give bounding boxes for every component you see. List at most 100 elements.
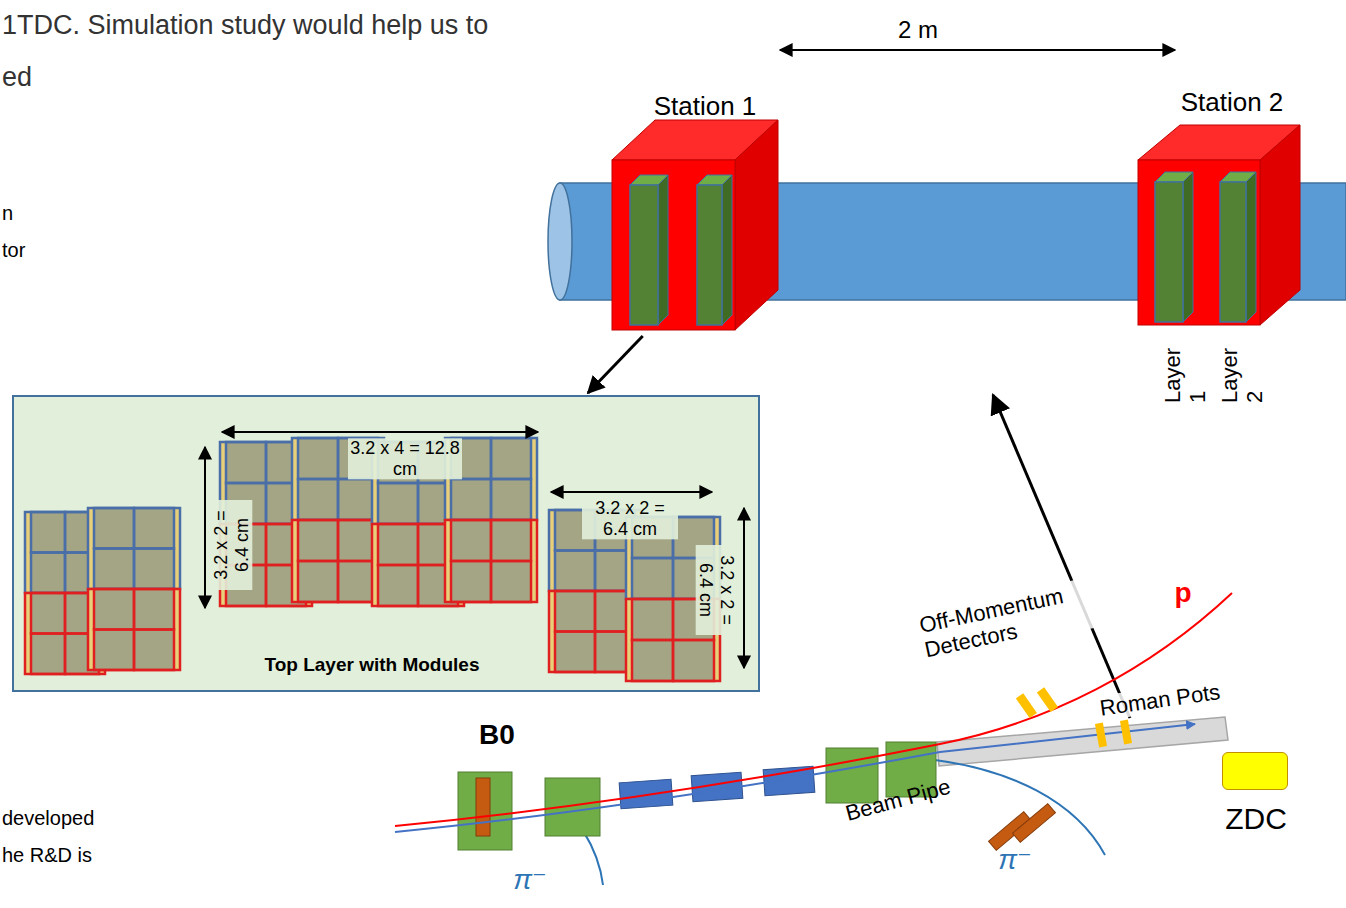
drawing-part [134,549,174,590]
b0-tracker [476,778,490,836]
drawing-part [612,160,735,330]
drawing-part [1183,172,1193,322]
dimension-arrow [743,508,745,668]
drawing-part [555,591,595,632]
drawing-part [31,593,65,634]
drawing-part [31,512,65,553]
drawing-part [298,479,338,520]
drawing-part [630,185,658,325]
slide-text: n [2,202,13,225]
drawing-part [378,483,418,524]
dimension-label: 3.2 x 4 = 12.8 cm [348,438,462,479]
drawing-part [555,632,595,673]
detector-label: Off-Momentum Detectors [915,577,1101,664]
dimension-arrow [780,49,1175,51]
part-label: Beam Pipe [843,774,954,826]
dimension-label: 3.2 x 2 = 6.4 cm [211,500,252,590]
beam-track [395,724,1195,832]
drawing-part [632,640,673,681]
drawing-part [491,479,531,520]
dimension-label: 3.2 x 2 = 6.4 cm [695,545,736,635]
dimension-arrow [222,431,538,433]
drawing-part [88,589,180,670]
drawing-part [451,479,491,520]
drawing-part [1260,125,1300,325]
drawing-part [445,520,537,602]
node-label: Station 2 [1181,88,1284,118]
drawing-part [31,553,65,594]
connector-arrow [588,336,643,393]
drawing-part [88,508,180,589]
magnet-label: B0 [479,719,515,751]
dimension-arrow [204,447,206,608]
panel-caption: Top Layer with Modules [265,654,480,676]
node-label: Station 1 [654,92,757,122]
pipe-end [548,183,572,300]
drawing-part [31,634,65,675]
drawing-part [1138,160,1260,325]
drawing-part [94,589,134,630]
off-momentum-detector [1037,687,1058,712]
station-box [612,120,778,330]
drawing-part [491,561,531,602]
zdc-box: ZDC [1222,752,1288,790]
drawing-part [451,561,491,602]
roman-pot [1120,719,1132,744]
drawing-part [632,599,673,640]
drawing-part [298,520,338,561]
drawing-part [491,520,531,561]
pion-detector [1013,804,1056,843]
drawing-part [94,549,134,590]
drawing-part [134,589,174,630]
drawing-part [451,520,491,561]
layer-label: Layer 1 [1160,341,1211,403]
slide-text: 1TDC. Simulation study would help us to [2,10,488,41]
dimension-arrow [551,491,712,493]
particle-label: p [1174,577,1191,609]
drawing-part [88,589,180,670]
detector-label: Roman Pots [1096,679,1223,721]
drawing-part [378,524,418,565]
node-label: ZDC [1225,802,1287,837]
slide-text: he R&D is [2,844,92,867]
station-box: Station 1 [612,160,735,330]
drawing-part [1155,182,1183,322]
pion-track [935,760,1105,855]
drawing-part [292,520,384,602]
drawing-part [94,630,134,671]
slide-text: ed [2,62,32,93]
drawing-part [491,438,531,479]
station-box: Station 2 [1138,160,1260,325]
drawing-part [722,175,732,325]
drawing-part [298,561,338,602]
dimension-label: 2 m [898,16,938,44]
drawing-part [292,520,384,602]
sensor-module [292,520,384,602]
station-box [1138,125,1300,325]
particle-label: π⁻ [513,864,547,896]
sensor-module [445,520,537,602]
sensor-module [88,589,180,670]
drawing-part [1220,182,1246,322]
dimension-label: 3.2 x 2 = 6.4 cm [582,498,678,539]
pointer-arrow [993,395,1130,718]
drawing-part [697,185,722,325]
proton-track [395,593,1232,826]
sensor-module [88,508,180,589]
drawing-part [298,438,338,479]
particle-label: π⁻ [998,844,1032,876]
panel-ground [12,395,760,692]
drawing-part [658,175,668,325]
roman-pot [1095,722,1107,747]
drawing-part [555,551,595,592]
off-momentum-detector [1016,693,1037,718]
drawing-part [445,520,537,602]
slide-text: developed [2,807,94,830]
drawing-part [94,508,134,549]
drawing-part [378,565,418,606]
drawing-part [735,120,778,330]
drawing-part [632,558,673,599]
